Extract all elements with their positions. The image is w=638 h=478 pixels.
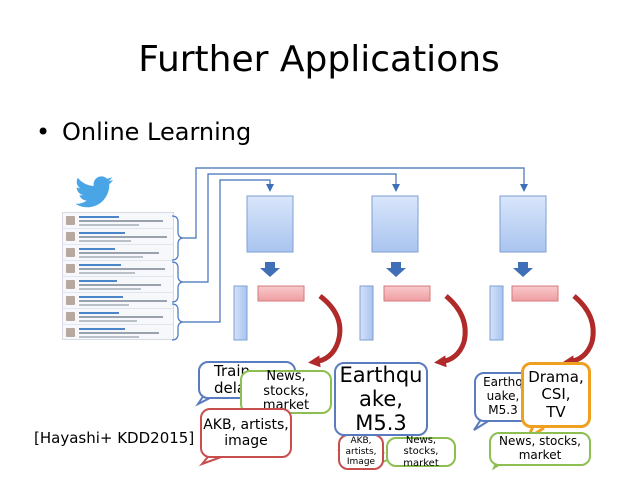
down-arrow-icon: [513, 262, 533, 277]
tweet-row: [63, 229, 173, 245]
tweet-row: [63, 277, 173, 293]
tweet-row: [63, 325, 173, 339]
bubble-news-stocks: News, stocks,market: [386, 435, 456, 469]
bubble-akb-artists-small: AKB,artists,Image: [338, 434, 384, 470]
slide-title: Further Applications: [138, 39, 500, 80]
bubble-akb-artists: AKB, artists,image: [200, 408, 292, 458]
topic-bar: [257, 285, 305, 302]
bubble-drama: Drama,CSI,TV: [521, 362, 591, 428]
bubble-news-stocks: News, stocks,market: [489, 432, 591, 466]
curved-arrow: [434, 294, 468, 368]
tweet-row: [63, 293, 173, 309]
vector-bar: [359, 285, 374, 341]
tweet-row: [63, 245, 173, 261]
tweet-row: [63, 261, 173, 277]
citation: [Hayashi+ KDD2015]: [34, 429, 195, 447]
tweet-row: [63, 309, 173, 325]
curved-arrow: [308, 294, 343, 368]
down-arrow-icon: [386, 262, 406, 277]
feed-braces: [171, 215, 185, 341]
down-arrow-icon: [260, 262, 280, 277]
twitter-bird-icon: [76, 176, 113, 208]
bullet-text: Online Learning: [62, 118, 252, 146]
connector-lines: [184, 167, 528, 323]
tweet-feed: [62, 212, 174, 340]
curved-arrow: [562, 294, 596, 368]
tweet-row: [63, 213, 173, 229]
model-box: [246, 195, 294, 253]
model-box: [499, 195, 547, 253]
bullet-item: • Online Learning: [36, 116, 251, 148]
topic-bar: [511, 285, 559, 302]
bubble-news-stocks: News, stocks,market: [240, 369, 332, 414]
bullet-dot: •: [36, 118, 51, 146]
vector-bar: [233, 285, 248, 341]
topic-bar: [383, 285, 431, 302]
vector-bar: [489, 285, 504, 341]
model-box: [371, 195, 419, 253]
